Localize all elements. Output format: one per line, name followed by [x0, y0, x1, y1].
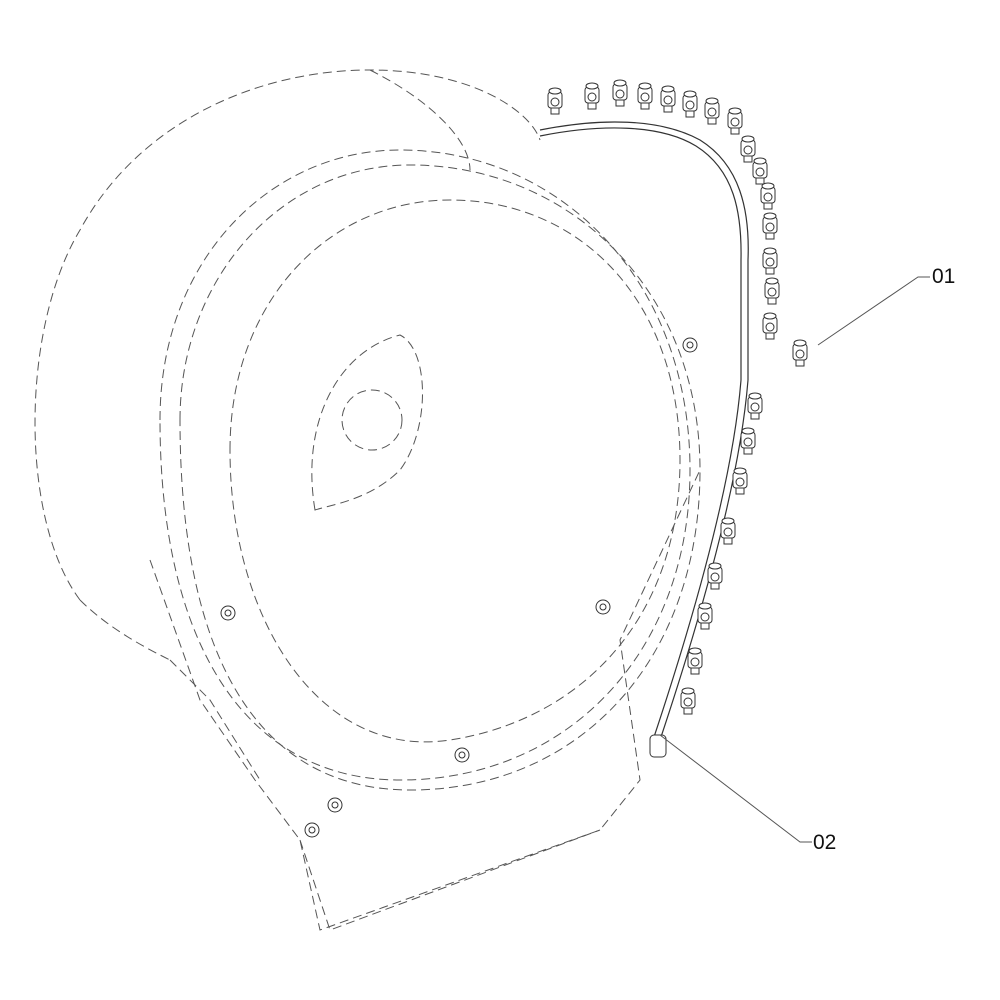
spray-manifold	[539, 121, 749, 758]
nozzle	[707, 562, 723, 590]
leader-line-01	[817, 276, 930, 346]
bolt	[327, 797, 343, 813]
nozzle	[637, 82, 653, 110]
nozzle	[682, 90, 698, 118]
nozzle	[740, 135, 756, 163]
nozzle	[764, 277, 780, 305]
leader-line-02	[659, 734, 812, 843]
nozzle	[732, 467, 748, 495]
bolt	[220, 605, 236, 621]
callout-label-02: 02	[813, 831, 837, 854]
leader-lines	[659, 276, 930, 843]
nozzle	[762, 312, 778, 340]
nozzle	[720, 517, 736, 545]
bolt	[595, 599, 611, 615]
nozzle	[680, 687, 696, 715]
nozzle	[760, 182, 776, 210]
housing-bolts	[220, 337, 698, 838]
bolt	[682, 337, 698, 353]
nozzle	[727, 107, 743, 135]
nozzle	[762, 247, 778, 275]
nozzle	[612, 79, 628, 107]
nozzle	[704, 97, 720, 125]
nozzle	[747, 392, 763, 420]
nozzle	[752, 157, 768, 185]
callout-label-01: 01	[932, 265, 956, 288]
nozzle	[547, 87, 563, 115]
nozzle-set	[547, 79, 808, 715]
nozzle	[792, 339, 808, 367]
bolt	[454, 747, 470, 763]
nozzle	[584, 82, 600, 110]
nozzle	[740, 427, 756, 455]
nozzle	[697, 602, 713, 630]
fan-housing	[34, 69, 701, 931]
nozzle	[687, 647, 703, 675]
nozzle	[660, 85, 676, 113]
bolt	[304, 822, 320, 838]
nozzle	[762, 212, 778, 240]
